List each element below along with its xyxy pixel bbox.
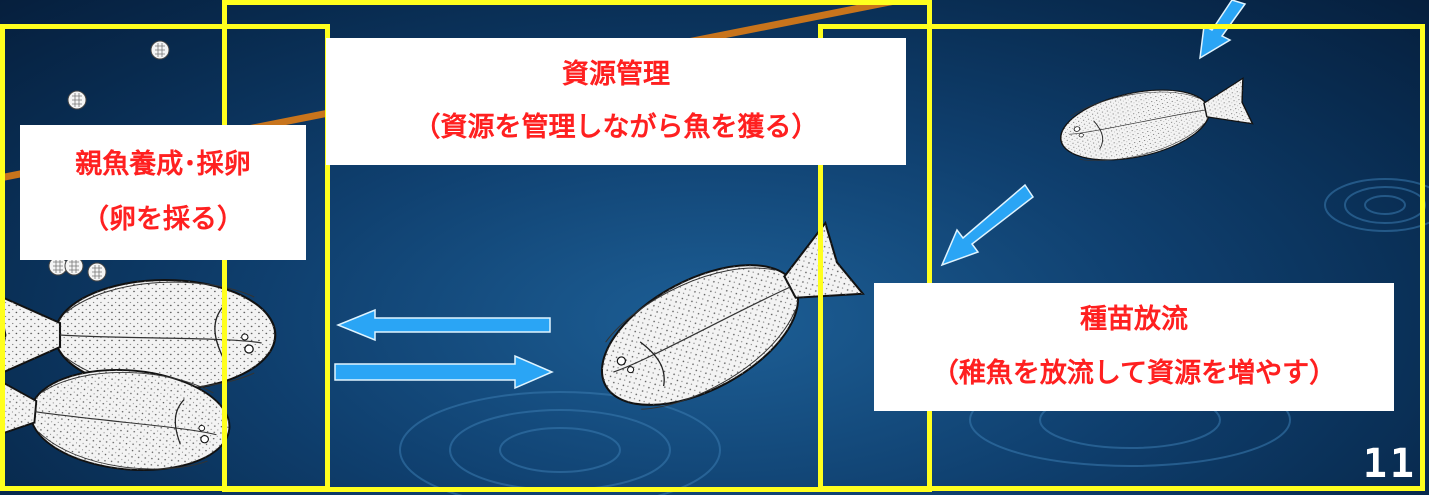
- release-label-box: 種苗放流 （稚魚を放流して資源を増やす）: [874, 283, 1394, 411]
- page-number: 11: [1362, 441, 1417, 487]
- management-label-box: 資源管理 （資源を管理しながら魚を獲る）: [326, 38, 906, 165]
- water-ripple-icon: [399, 178, 1429, 495]
- release-subtitle: （稚魚を放流して資源を増やす）: [931, 358, 1337, 389]
- broodstock-subtitle: （卵を採る）: [82, 203, 244, 235]
- management-title: 資源管理: [562, 59, 670, 91]
- broodstock-frame: [0, 24, 330, 491]
- broodstock-label-box: 親魚養成･採卵 （卵を採る）: [20, 125, 306, 260]
- arrow-icon: [334, 0, 1247, 390]
- broodstock-title: 親魚養成･採卵: [75, 149, 251, 181]
- management-subtitle: （資源を管理しながら魚を獲る）: [413, 111, 819, 143]
- release-frame: [818, 24, 1425, 491]
- release-title: 種苗放流: [1080, 303, 1188, 335]
